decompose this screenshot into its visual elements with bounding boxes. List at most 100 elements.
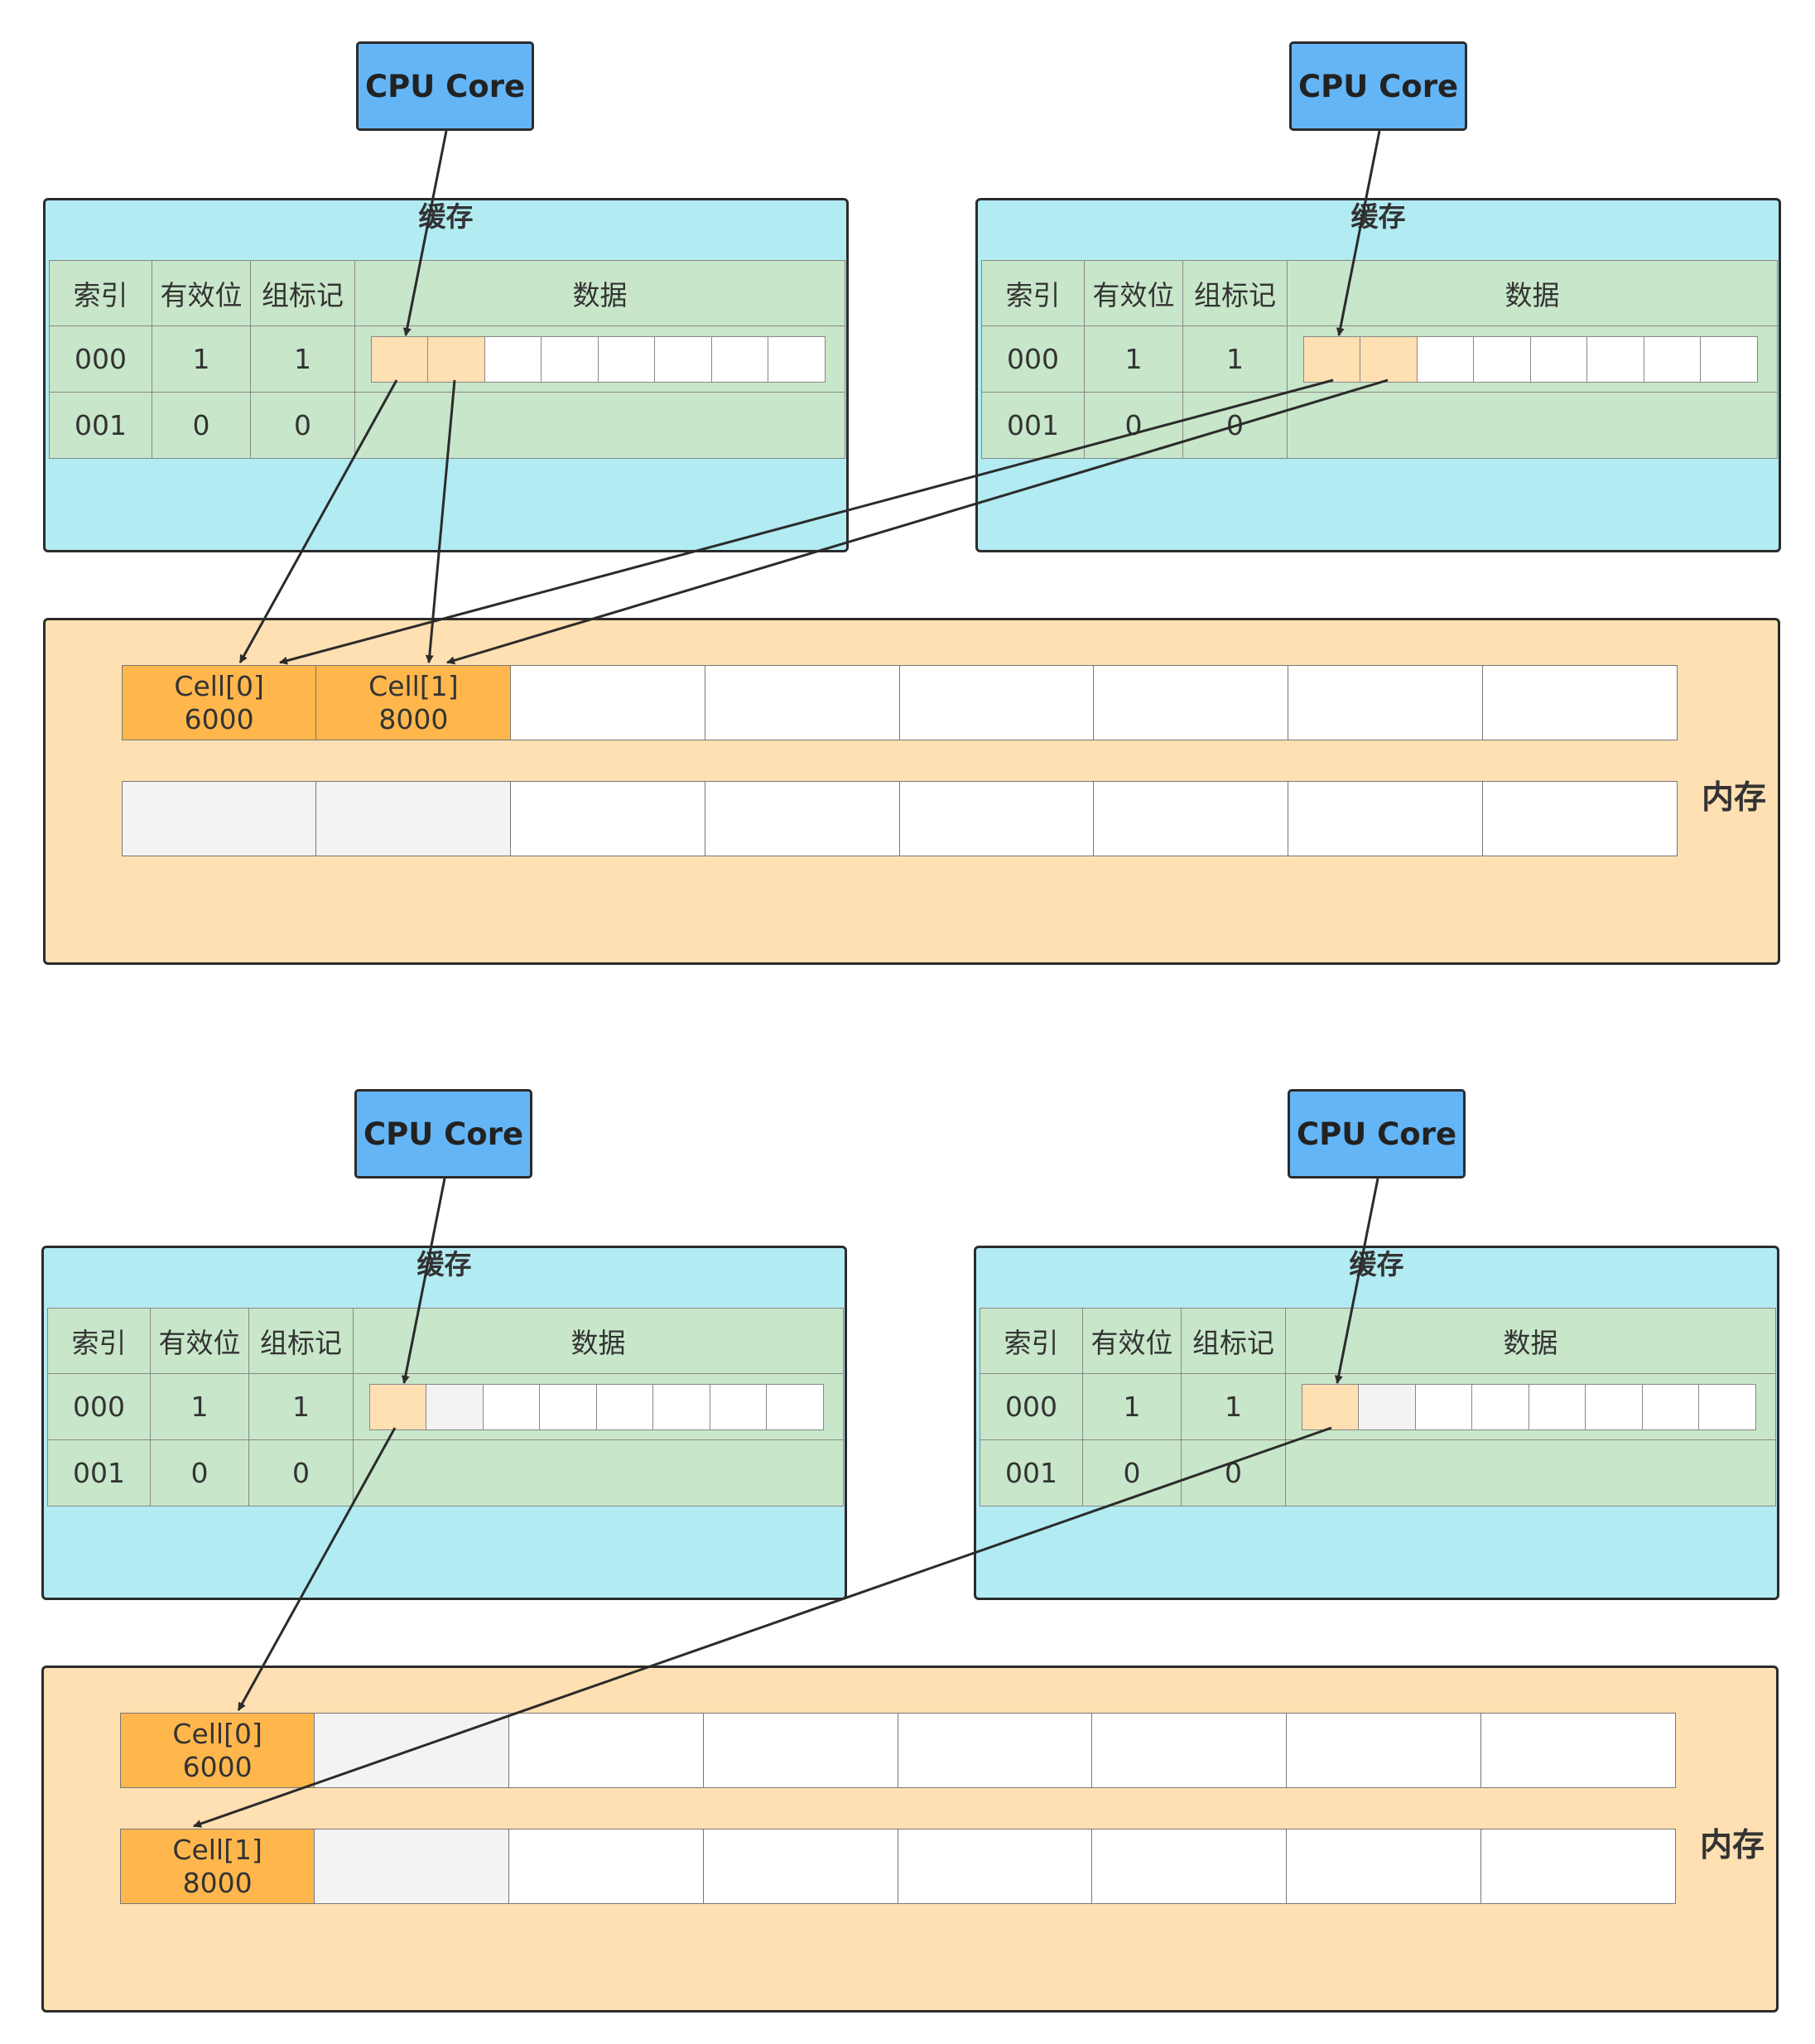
row-valid: 0 bbox=[151, 1440, 249, 1506]
header-valid: 有效位 bbox=[1085, 260, 1183, 326]
row-tag: 1 bbox=[1182, 1374, 1286, 1440]
memory-cell bbox=[508, 1829, 705, 1904]
cache-line-slot bbox=[482, 1384, 541, 1430]
cache-line bbox=[1301, 1384, 1756, 1430]
cache-table: 索引 有效位 组标记 数据 000 1 1 001 0 0 bbox=[980, 1308, 1776, 1506]
cache-left: 缓存 索引 有效位 组标记 数据 000 1 1 001 0 0 bbox=[43, 198, 849, 552]
header-valid: 有效位 bbox=[1083, 1308, 1182, 1374]
memory-cell bbox=[1480, 1829, 1676, 1904]
row-index: 001 bbox=[49, 393, 152, 459]
header-data: 数据 bbox=[354, 1308, 844, 1374]
header-index: 索引 bbox=[47, 1308, 151, 1374]
cache-line-slot bbox=[370, 336, 429, 383]
row-valid: 1 bbox=[151, 1374, 249, 1440]
arrow-cache-to-memory bbox=[279, 378, 1334, 665]
header-tag: 组标记 bbox=[1183, 260, 1288, 326]
memory-cell-value: 6000 bbox=[182, 1750, 253, 1783]
cache-line-slot bbox=[766, 1384, 824, 1430]
cache-line-slot bbox=[597, 336, 656, 383]
cache-line-slot bbox=[768, 336, 826, 383]
cache-line-slot bbox=[652, 1384, 710, 1430]
memory-cell bbox=[1093, 781, 1289, 856]
cache-line-slot bbox=[426, 1384, 484, 1430]
memory-label: 内存 bbox=[1702, 779, 1767, 817]
cpu-core-right: CPU Core bbox=[1288, 1089, 1466, 1179]
cache-line-slot bbox=[1586, 336, 1644, 383]
row-index: 000 bbox=[47, 1374, 151, 1440]
memory-cell-name: Cell[0] bbox=[172, 1717, 262, 1750]
arrow-core-to-cache bbox=[401, 1178, 446, 1384]
cache-line bbox=[368, 1384, 824, 1430]
memory-cell bbox=[897, 1829, 1093, 1904]
memory-cell bbox=[1093, 665, 1289, 740]
memory-label: 内存 bbox=[1700, 1827, 1765, 1864]
memory-cell bbox=[898, 665, 1095, 740]
row-index: 001 bbox=[980, 1440, 1083, 1506]
cache-line-slot bbox=[1473, 336, 1531, 383]
header-data: 数据 bbox=[355, 260, 845, 326]
row-index: 000 bbox=[49, 326, 152, 393]
row-valid: 0 bbox=[152, 393, 251, 459]
memory-cell bbox=[508, 1713, 705, 1788]
memory-cell bbox=[314, 1829, 510, 1904]
arrow-cache-to-memory bbox=[237, 1427, 397, 1711]
row-data bbox=[1288, 326, 1778, 393]
memory-cell bbox=[510, 781, 706, 856]
row-index: 000 bbox=[980, 1374, 1083, 1440]
memory-cell bbox=[1288, 781, 1484, 856]
header-valid: 有效位 bbox=[152, 260, 251, 326]
cache-line-slot bbox=[1414, 1384, 1473, 1430]
cache-right: 缓存 索引 有效位 组标记 数据 000 1 1 001 0 0 bbox=[974, 1246, 1779, 1600]
cache-line-slot bbox=[1700, 336, 1758, 383]
row-tag: 1 bbox=[1183, 326, 1288, 393]
cache-line-slot bbox=[1641, 1384, 1700, 1430]
cache-table: 索引 有效位 组标记 数据 000 1 1 001 0 0 bbox=[981, 260, 1778, 459]
row-tag: 0 bbox=[1182, 1440, 1286, 1506]
memory-cell bbox=[1481, 781, 1678, 856]
cache-line-slot bbox=[1302, 336, 1361, 383]
arrow-core-to-cache bbox=[1336, 130, 1381, 336]
memory: Cell[0]6000 Cell[1]8000 内存 bbox=[41, 1666, 1779, 2013]
cache-right: 缓存 索引 有效位 组标记 数据 000 1 1 001 0 0 bbox=[975, 198, 1781, 552]
cache-line-slot bbox=[541, 336, 599, 383]
cpu-core-left: CPU Core bbox=[354, 1089, 532, 1179]
memory-cell bbox=[898, 781, 1095, 856]
arrow-core-to-cache bbox=[1334, 1178, 1379, 1384]
row-valid: 0 bbox=[1083, 1440, 1182, 1506]
row-tag: 1 bbox=[249, 1374, 354, 1440]
cpu-core-right: CPU Core bbox=[1289, 41, 1467, 131]
memory-cell-name: Cell[1] bbox=[368, 669, 459, 702]
cache-table: 索引 有效位 组标记 数据 000 1 1 001 0 0 bbox=[47, 1308, 844, 1506]
header-valid: 有效位 bbox=[151, 1308, 249, 1374]
memory-cell bbox=[1288, 665, 1484, 740]
header-index: 索引 bbox=[981, 260, 1085, 326]
row-tag: 1 bbox=[251, 326, 355, 393]
row-tag: 0 bbox=[249, 1440, 354, 1506]
memory-row: Cell[0]6000 bbox=[119, 1713, 1686, 1788]
cpu-core-left: CPU Core bbox=[356, 41, 534, 131]
memory-cell bbox=[704, 781, 900, 856]
cache-line-slot bbox=[1360, 336, 1418, 383]
arrow-cache-to-memory bbox=[238, 379, 398, 663]
header-tag: 组标记 bbox=[251, 260, 355, 326]
memory-cell-value: 8000 bbox=[378, 702, 449, 735]
cache-line-slot bbox=[654, 336, 712, 383]
memory-cell-value: 6000 bbox=[184, 702, 254, 735]
memory-cell-value: 8000 bbox=[182, 1866, 253, 1899]
cache-line-slot bbox=[595, 1384, 654, 1430]
memory-cell bbox=[897, 1713, 1093, 1788]
row-data bbox=[1288, 393, 1778, 459]
cache-line-slot bbox=[710, 336, 769, 383]
arrow-cache-to-memory bbox=[446, 378, 1389, 665]
row-index: 000 bbox=[981, 326, 1085, 393]
header-tag: 组标记 bbox=[249, 1308, 354, 1374]
row-data bbox=[355, 326, 845, 393]
memory-cell: Cell[0]6000 bbox=[119, 1713, 315, 1788]
memory-cell: Cell[1]8000 bbox=[315, 665, 512, 740]
header-data: 数据 bbox=[1286, 1308, 1776, 1374]
arrow-cache-to-memory bbox=[193, 1426, 1332, 1828]
row-tag: 0 bbox=[251, 393, 355, 459]
